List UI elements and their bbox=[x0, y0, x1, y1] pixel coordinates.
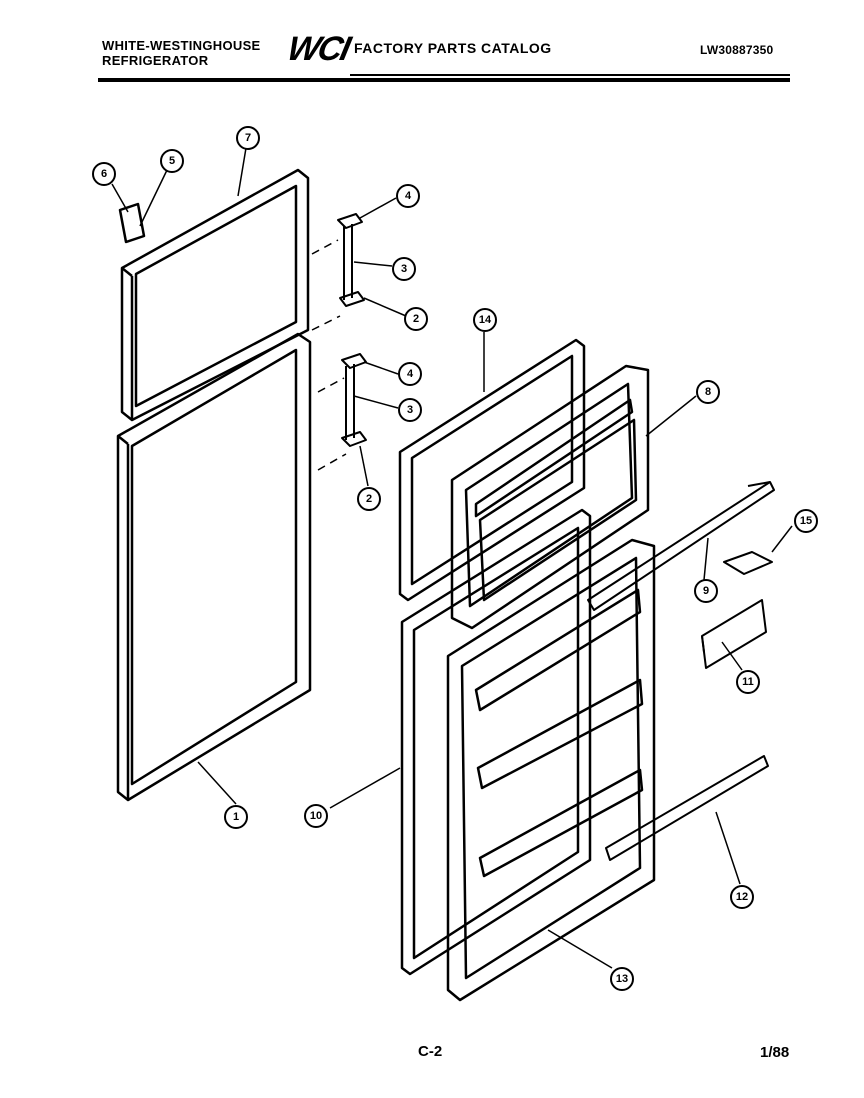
svg-text:3: 3 bbox=[401, 263, 407, 275]
brand-line-2: REFRIGERATOR bbox=[102, 53, 209, 68]
callout-14: 14 bbox=[473, 308, 497, 332]
brand-line-1: WHITE-WESTINGHOUSE bbox=[102, 38, 261, 53]
callout-2-upper: 2 bbox=[404, 307, 428, 331]
freezer-door-liner-part-8 bbox=[450, 364, 650, 630]
svg-text:2: 2 bbox=[366, 493, 372, 505]
brand-name: WHITE-WESTINGHOUSE REFRIGERATOR bbox=[102, 38, 261, 68]
svg-text:15: 15 bbox=[800, 515, 812, 527]
door-shelf-bar-part-12 bbox=[605, 755, 769, 861]
callout-7: 7 bbox=[236, 126, 260, 150]
clip-part-6 bbox=[118, 202, 146, 244]
callout-4-lower: 4 bbox=[398, 362, 422, 386]
svg-text:9: 9 bbox=[703, 585, 709, 597]
leader-lines bbox=[111, 147, 793, 969]
svg-text:4: 4 bbox=[405, 190, 412, 202]
callout-1: 1 bbox=[224, 805, 248, 829]
callout-12: 12 bbox=[730, 885, 754, 909]
callouts: 1 2 2 3 3 4 4 5 6 7 8 9 10 11 12 13 14 1… bbox=[92, 126, 818, 991]
lower-hinge-assembly bbox=[341, 353, 367, 447]
fresh-food-door-liner-part-13 bbox=[446, 538, 656, 1002]
svg-text:3: 3 bbox=[407, 404, 413, 416]
header-rule-thin bbox=[350, 74, 790, 76]
svg-text:2: 2 bbox=[413, 313, 419, 325]
callout-11: 11 bbox=[736, 670, 760, 694]
callout-6: 6 bbox=[92, 162, 116, 186]
callout-3-upper: 3 bbox=[392, 257, 416, 281]
model-code: LW30887350 bbox=[700, 43, 774, 57]
fresh-food-gasket-part-10 bbox=[400, 508, 592, 976]
callout-10: 10 bbox=[304, 804, 328, 828]
callout-2-lower: 2 bbox=[357, 487, 381, 511]
svg-text:10: 10 bbox=[310, 810, 322, 822]
freezer-gasket-part-14 bbox=[398, 338, 586, 602]
callout-5: 5 bbox=[160, 149, 184, 173]
svg-text:11: 11 bbox=[742, 676, 754, 688]
callout-15: 15 bbox=[794, 509, 818, 533]
callout-4-upper: 4 bbox=[396, 184, 420, 208]
page-code: C-2 bbox=[418, 1043, 443, 1060]
fresh-food-door-gasket-part-1 bbox=[116, 332, 312, 802]
header-rule bbox=[98, 78, 790, 82]
svg-text:13: 13 bbox=[616, 973, 628, 985]
catalog-date: 1/88 bbox=[760, 1044, 790, 1061]
svg-text:5: 5 bbox=[169, 155, 175, 167]
svg-text:8: 8 bbox=[705, 386, 711, 398]
freezer-door-gasket-part-7 bbox=[120, 168, 310, 422]
dairy-door-part-15 bbox=[723, 551, 773, 575]
catalog-title: FACTORY PARTS CATALOG bbox=[354, 40, 552, 56]
callout-13: 13 bbox=[610, 967, 634, 991]
svg-text:14: 14 bbox=[479, 314, 492, 326]
shelf-retainer-part-11 bbox=[701, 599, 767, 669]
svg-text:6: 6 bbox=[101, 168, 107, 180]
callout-8: 8 bbox=[696, 380, 720, 404]
dairy-bar-part-9 bbox=[587, 481, 775, 611]
assembly-guide-lines bbox=[311, 239, 347, 471]
upper-hinge-assembly bbox=[337, 213, 365, 307]
svg-text:1: 1 bbox=[233, 811, 239, 823]
callout-3-lower: 3 bbox=[398, 398, 422, 422]
svg-text:7: 7 bbox=[245, 132, 251, 144]
callout-9: 9 bbox=[694, 579, 718, 603]
svg-text:4: 4 bbox=[407, 368, 414, 380]
svg-text:12: 12 bbox=[736, 891, 748, 903]
